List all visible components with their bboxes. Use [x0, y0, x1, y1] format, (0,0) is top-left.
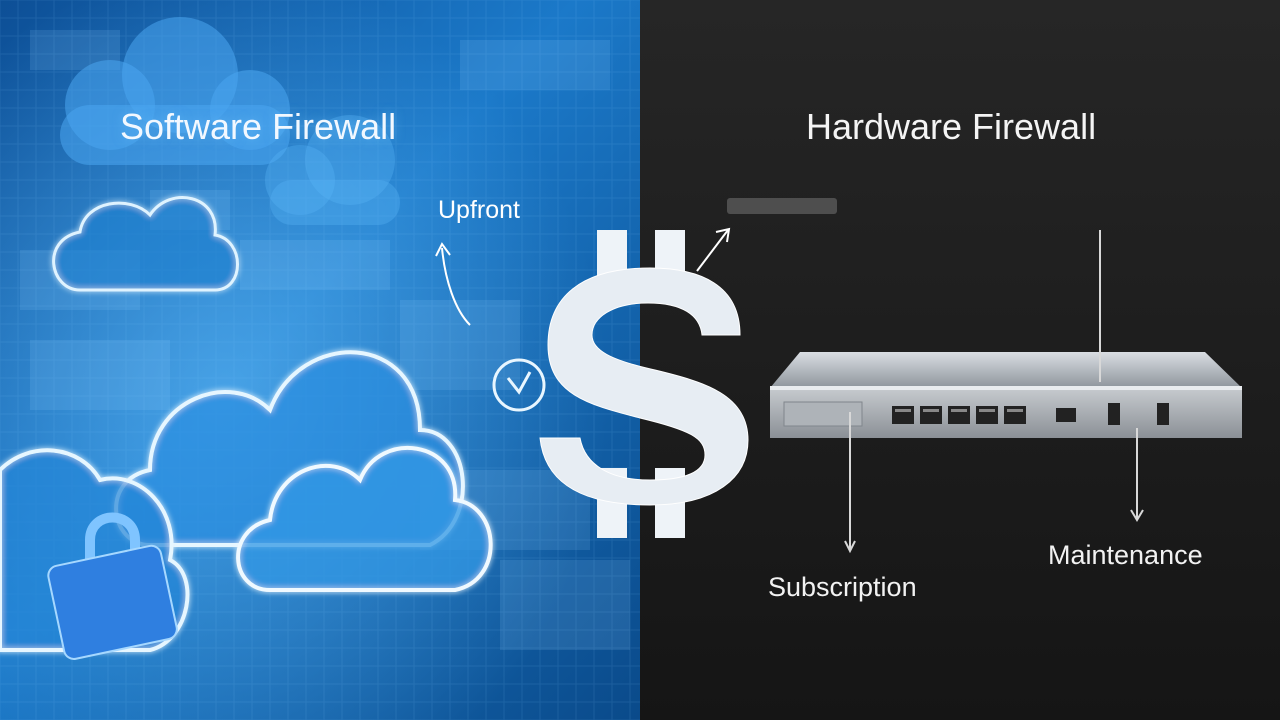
- cloud-icon: [265, 115, 400, 225]
- blurred-text-mark: [727, 198, 837, 214]
- subscription-label: Subscription: [768, 572, 917, 602]
- cloud-icon: [60, 17, 290, 165]
- software-firewall-title: Software Firewall: [120, 106, 397, 147]
- lock-icon: [47, 512, 178, 660]
- arrow-icon: [435, 242, 471, 326]
- cloud-icon: [236, 445, 493, 592]
- arrow-icon: [696, 227, 731, 272]
- cloud-icon: [52, 196, 239, 292]
- maintenance-label: Maintenance: [1048, 540, 1203, 570]
- refresh-icon: [492, 358, 546, 412]
- hardware-firewall-title: Hardware Firewall: [806, 106, 1097, 147]
- arrow-icon: [844, 230, 1144, 554]
- upfront-label: Upfront: [438, 196, 520, 224]
- dollar-sign-icon: [539, 230, 749, 538]
- network-appliance-icon: [770, 352, 1242, 438]
